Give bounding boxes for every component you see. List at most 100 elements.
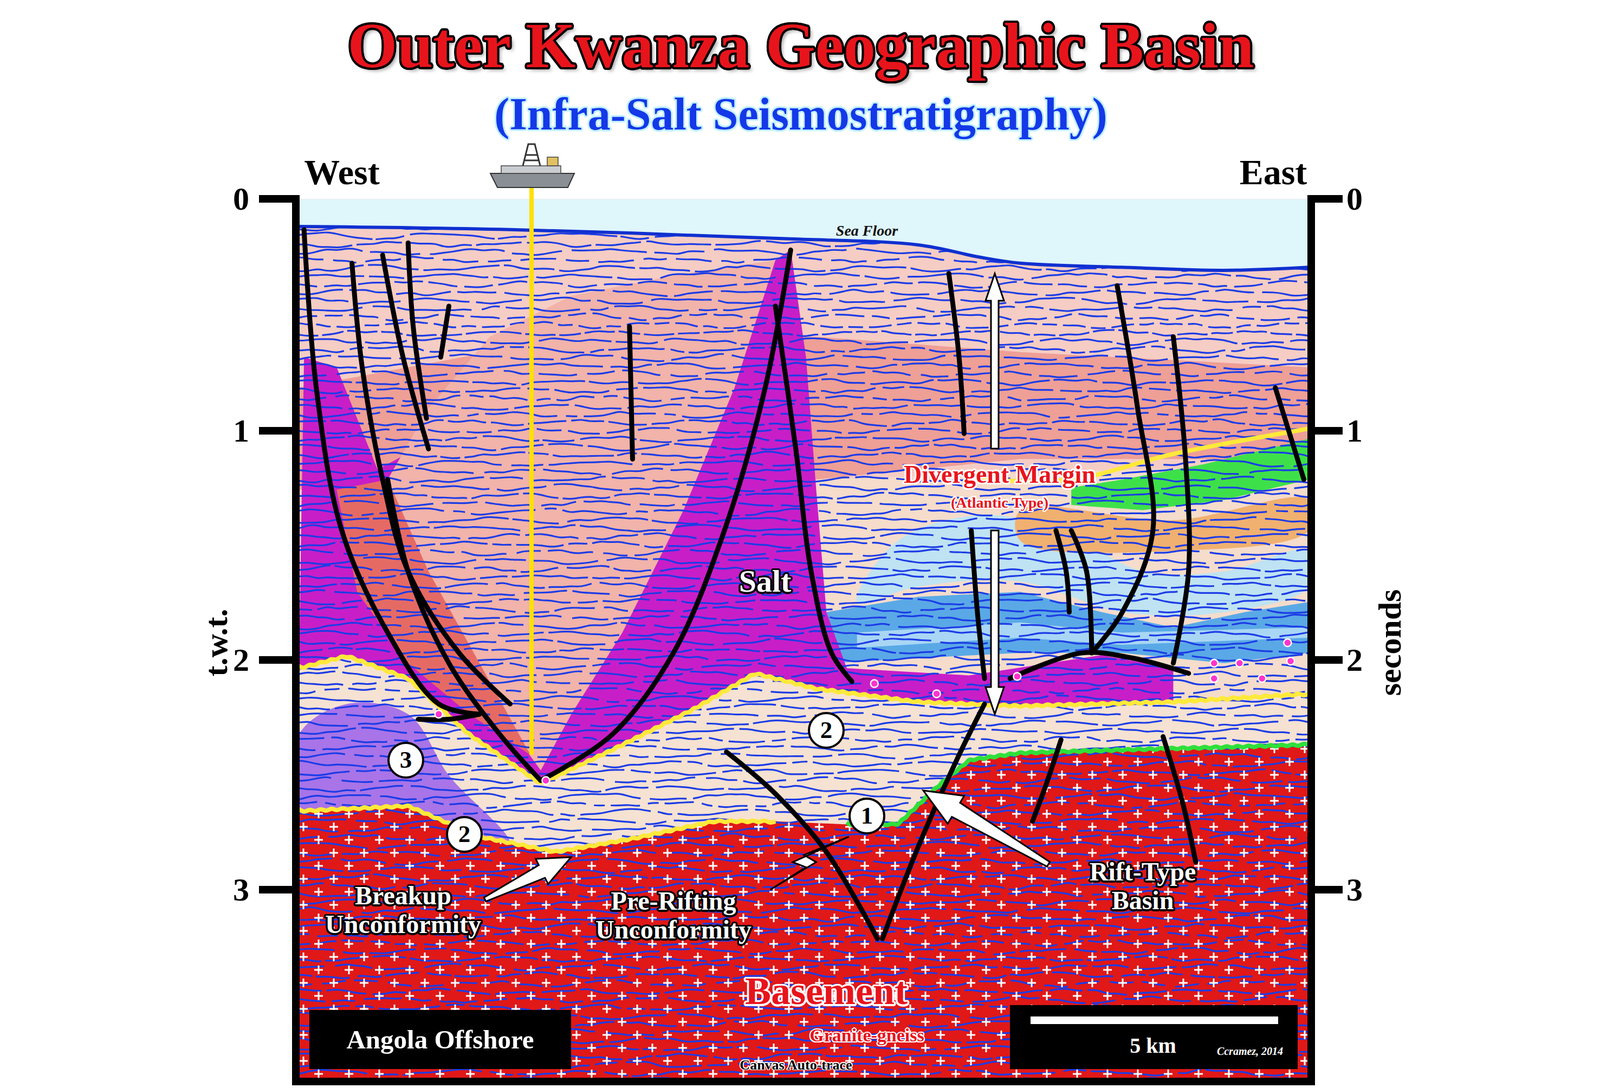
fault-line	[1173, 336, 1190, 664]
well-path	[529, 185, 534, 755]
credit-note: Canvas Auto-trace	[739, 1057, 852, 1074]
seismic-reflector	[299, 346, 1310, 354]
seismic-reflector	[299, 589, 1310, 597]
seismic-reflector	[299, 443, 1310, 451]
fault-line	[1032, 739, 1062, 822]
axis-title: seconds	[1371, 589, 1408, 697]
seismic-reflector	[299, 483, 1310, 491]
fault-line	[1071, 530, 1092, 653]
axis-tick-label: 0	[1346, 180, 1363, 217]
pick-marker	[1286, 657, 1295, 665]
regime-label: Divergent Margin	[903, 461, 1096, 489]
scale-length: 5 km	[1129, 1033, 1177, 1058]
seismic-reflector	[299, 435, 1310, 443]
breakup-unconformity-line	[299, 656, 1310, 783]
fault-line	[1009, 652, 1189, 679]
seismic-reflector	[299, 378, 1310, 386]
basement-body	[299, 745, 1310, 1080]
fault-line	[1056, 530, 1070, 613]
fault-line	[629, 326, 633, 460]
axis-tick-label: 2	[1346, 642, 1363, 678]
seismic-reflector	[299, 630, 1310, 638]
location-box: Angola Offshore	[309, 1009, 572, 1070]
seismic-reflector	[299, 386, 1310, 394]
axis-frame	[258, 195, 1343, 1086]
callout-number: 2	[445, 815, 483, 853]
scale-legend: 5 kmCcramez, 2014	[1009, 1005, 1298, 1070]
seismic-reflector	[299, 573, 1310, 581]
seismic-feature	[1311, 885, 1343, 894]
sea-floor-label: Sea Floor	[836, 222, 898, 240]
seismic-reflector	[299, 556, 1310, 565]
seismic-feature	[490, 173, 575, 188]
fault-line	[1163, 736, 1196, 863]
seismic-feature	[258, 656, 296, 664]
feature-label: Pre-Rifting Unconformity	[575, 886, 772, 945]
seismic-feature	[292, 195, 300, 1086]
axis-tick-label: 3	[1346, 871, 1363, 908]
pick-marker	[435, 710, 443, 718]
seismic-reflector	[299, 727, 1310, 735]
regime-label: (Atlantic Type)	[950, 494, 1049, 512]
seismic-reflector	[299, 598, 1310, 605]
fault-line	[352, 263, 511, 704]
seismic-reflector	[299, 353, 1310, 361]
seismic-reflector	[299, 492, 1310, 499]
seismic-reflector	[299, 736, 1310, 743]
pick-marker	[541, 776, 550, 785]
pointer-arrow	[483, 857, 572, 902]
salt-label: Salt	[739, 564, 792, 599]
fault-line	[971, 530, 985, 679]
pick-marker	[1235, 659, 1244, 667]
axis-tick-label: 0	[232, 180, 250, 217]
seismic-reflector	[299, 280, 1310, 288]
main-title: Outer Kwanza Geographic Basin	[347, 10, 1255, 82]
pick-marker	[1210, 659, 1219, 667]
fault-line	[418, 714, 480, 720]
seismic-reflector	[299, 565, 1310, 573]
direction-label: West	[303, 152, 380, 193]
seismic-feature	[258, 885, 296, 894]
callout-number: 1	[848, 797, 886, 835]
pick-marker	[1210, 674, 1219, 683]
fault-line	[1091, 285, 1154, 653]
seismic-reflector	[299, 582, 1310, 589]
seismic-feature	[1311, 656, 1343, 664]
location-name: Angola Offshore	[346, 1025, 534, 1055]
callout-number: 2	[807, 711, 845, 749]
fault-line	[382, 255, 429, 450]
seismic-reflector	[299, 248, 1310, 256]
drill-ship	[490, 144, 575, 188]
scale-bar	[1030, 1016, 1279, 1025]
breakup-unconformity-line	[299, 805, 776, 852]
feature-label: Rift-Type Basin	[1069, 857, 1216, 916]
seismic-feature	[547, 157, 559, 166]
seismic-reflector	[299, 549, 1310, 556]
seismic-reflector	[299, 541, 1310, 548]
pointer-arrow	[985, 273, 1004, 449]
seismic-reflector	[299, 427, 1310, 434]
seismic-reflector	[299, 646, 1310, 654]
prerift-unconformity-line	[846, 743, 1310, 826]
basement-label: Basement	[745, 969, 908, 1013]
seismic-reflector	[299, 411, 1310, 419]
pick-marker	[1258, 674, 1266, 683]
seismic-reflector	[299, 394, 1310, 402]
fault-line	[407, 242, 427, 419]
seismic-reflector	[299, 313, 1310, 321]
fault-line	[540, 249, 791, 781]
callout-digit: 2	[820, 716, 833, 744]
seismic-feature	[522, 144, 541, 166]
seismic-reflector	[299, 370, 1310, 378]
pick-marker	[1013, 672, 1021, 680]
seismic-reflector	[299, 688, 1310, 695]
seismic-reflector	[299, 606, 1310, 613]
seismic-reflector	[299, 256, 1310, 263]
lightning-bolt	[770, 836, 850, 890]
seismic-feature	[258, 195, 296, 203]
seismic-reflector	[299, 289, 1310, 297]
callout-digit: 2	[458, 820, 471, 848]
callout-number: 3	[387, 741, 425, 779]
fault-line	[775, 306, 852, 682]
